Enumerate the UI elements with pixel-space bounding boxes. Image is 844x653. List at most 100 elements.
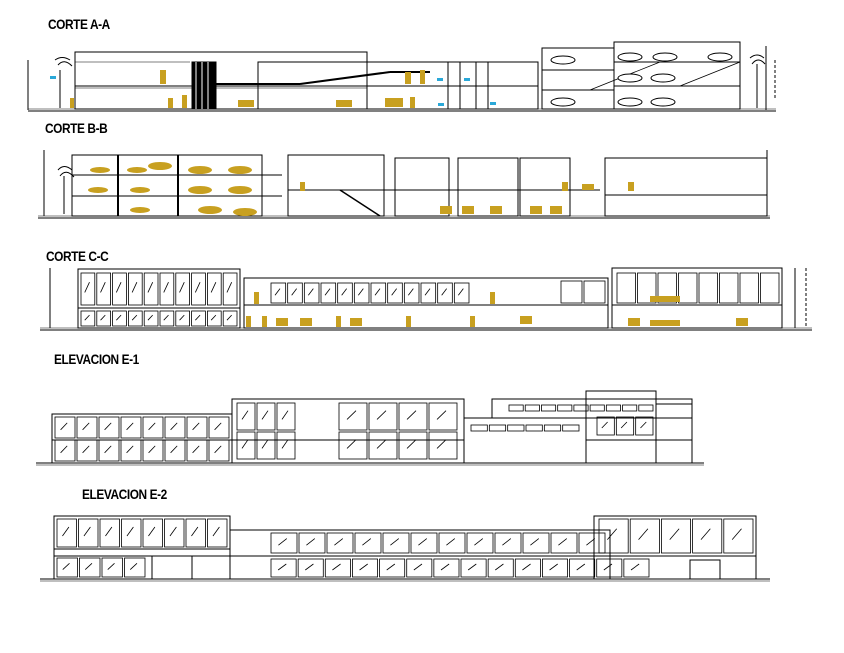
- glass-hatch: [241, 439, 249, 449]
- glass-hatch: [467, 563, 477, 571]
- window-pane: [635, 416, 654, 436]
- window-pane: [615, 416, 635, 436]
- window-pane: [760, 272, 780, 304]
- window-pane: [508, 404, 524, 412]
- glass-hatch: [261, 439, 269, 449]
- window-pane: [573, 404, 589, 412]
- window-pane: [466, 532, 494, 554]
- window-pane: [142, 439, 164, 462]
- window-pane: [208, 439, 230, 462]
- window-pane: [54, 439, 76, 462]
- window-pane: [185, 518, 206, 548]
- glass-hatch: [332, 563, 341, 571]
- glass-hatch: [376, 439, 387, 449]
- glass-hatch: [104, 422, 112, 431]
- glass-hatch: [147, 314, 153, 321]
- window-pane: [324, 558, 351, 578]
- window-pane: [143, 310, 159, 327]
- window-pane: [270, 558, 297, 578]
- glass-hatch: [341, 288, 347, 296]
- window-pane: [236, 431, 256, 460]
- window-pane: [596, 416, 615, 436]
- glass-hatch: [362, 538, 372, 546]
- window-pane: [543, 424, 562, 432]
- window-pane: [437, 282, 453, 304]
- glass-hatch: [192, 445, 200, 454]
- window-pane: [121, 518, 142, 548]
- window-pane: [207, 518, 228, 548]
- glass-hatch: [308, 288, 314, 296]
- glass-hatch: [60, 422, 68, 431]
- glass-hatch: [116, 314, 122, 321]
- glass-hatch: [169, 526, 177, 537]
- window-pane: [112, 272, 127, 306]
- glass-hatch: [241, 410, 249, 420]
- window-pane: [453, 282, 470, 304]
- window-pane: [206, 272, 222, 306]
- glass-hatch: [374, 288, 381, 296]
- glass-hatch: [474, 538, 484, 546]
- glass-hatch: [126, 422, 134, 431]
- window-pane: [598, 518, 629, 554]
- glass-hatch: [669, 528, 680, 540]
- window-pane: [629, 518, 660, 554]
- glass-hatch: [179, 314, 185, 321]
- window-pane: [222, 310, 238, 327]
- glass-hatch: [603, 563, 613, 571]
- glass-hatch: [84, 314, 90, 321]
- glass-hatch: [100, 282, 106, 293]
- window-pane: [101, 557, 123, 578]
- window-pane: [470, 424, 488, 432]
- window-pane: [692, 518, 723, 554]
- window-pane: [164, 416, 186, 439]
- glass-hatch: [107, 563, 115, 570]
- window-pane: [320, 282, 337, 304]
- window-pane: [191, 272, 206, 306]
- glass-hatch: [495, 563, 504, 571]
- glass-hatch: [446, 538, 456, 546]
- glass-hatch: [115, 282, 122, 293]
- window-pane: [56, 518, 77, 548]
- window-pane: [276, 402, 296, 431]
- glass-hatch: [291, 288, 297, 296]
- glass-hatch: [126, 445, 134, 454]
- glass-hatch: [104, 445, 112, 454]
- window-pane: [410, 532, 438, 554]
- window-pane: [562, 424, 580, 432]
- window-pane: [428, 431, 458, 460]
- window-pane: [578, 532, 606, 554]
- window-pane: [80, 310, 96, 327]
- glass-hatch: [261, 410, 269, 420]
- window-pane: [354, 532, 382, 554]
- window-pane: [175, 310, 191, 327]
- window-pane: [379, 558, 406, 578]
- window-pane: [208, 416, 230, 439]
- glass-hatch: [192, 422, 200, 431]
- glass-hatch: [214, 445, 222, 454]
- glass-hatch: [418, 538, 428, 546]
- window-pane: [98, 416, 120, 439]
- window-pane: [236, 402, 256, 431]
- glass-hatch: [147, 282, 154, 293]
- glass-hatch: [210, 282, 217, 293]
- window-pane: [507, 424, 525, 432]
- window-pane: [596, 558, 623, 578]
- window-pane: [337, 282, 353, 304]
- window-pane: [387, 282, 403, 304]
- glass-hatch: [148, 422, 156, 431]
- window-pane: [719, 272, 739, 304]
- window-pane: [438, 532, 466, 554]
- glass-hatch: [424, 288, 431, 296]
- glass-hatch: [277, 563, 287, 571]
- glass-hatch: [731, 528, 742, 540]
- glass-hatch: [324, 288, 331, 296]
- glass-hatch: [640, 421, 647, 429]
- section-title-b-b: CORTE B-B: [45, 120, 108, 136]
- glass-hatch: [586, 538, 596, 546]
- window-pane: [120, 439, 142, 462]
